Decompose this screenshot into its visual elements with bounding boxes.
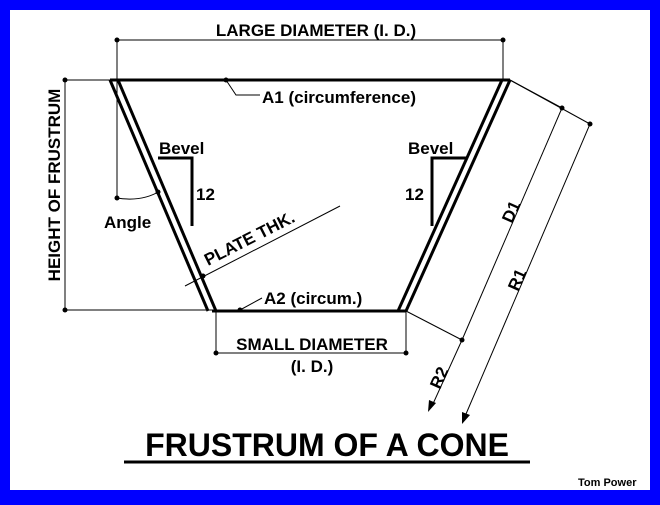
- height-dot-top: [62, 77, 68, 83]
- r2-arrowhead: [428, 400, 436, 412]
- large-diameter-label: LARGE DIAMETER (I. D.): [216, 21, 416, 40]
- a2-leader: [239, 297, 263, 311]
- left-bevel-mark: [158, 156, 194, 226]
- plate-thk-dot: [200, 273, 206, 279]
- r1-arrowhead: [462, 412, 470, 424]
- a2-label: A2 (circum.): [264, 289, 362, 308]
- small-diameter-dot-left: [213, 350, 219, 356]
- left-wall-outer: [108, 79, 210, 312]
- r1-dimension-line: [465, 123, 591, 415]
- right-slope-label: 12: [405, 185, 424, 204]
- r2-extension: [405, 310, 463, 341]
- height-label: HEIGHT OF FRUSTRUM: [45, 89, 64, 282]
- right-bevel-label: Bevel: [408, 139, 453, 158]
- left-bevel-label: Bevel: [159, 139, 204, 158]
- d1-dimension-line: [461, 107, 563, 341]
- right-wall-inner: [396, 79, 504, 312]
- height-dot-bottom: [62, 307, 68, 313]
- r2-dimension-line: [431, 339, 463, 407]
- small-diameter-dot-right: [403, 350, 409, 356]
- large-diameter-dot-right: [500, 37, 506, 43]
- left-wall-inner: [116, 79, 218, 312]
- small-diameter-label-line1: SMALL DIAMETER: [236, 335, 388, 354]
- small-diameter-label-line2: (I. D.): [291, 357, 334, 376]
- a1-leader: [225, 79, 260, 96]
- plate-thk-leader: [184, 205, 341, 287]
- angle-label: Angle: [104, 213, 151, 232]
- right-wall-outer: [404, 79, 512, 312]
- right-bevel-mark: [430, 156, 466, 226]
- a1-label: A1 (circumference): [262, 88, 416, 107]
- paper-background: [10, 10, 650, 490]
- large-diameter-dot-left: [114, 37, 120, 43]
- diagram-title: FRUSTRUM OF A CONE: [145, 427, 509, 463]
- left-slope-label: 12: [196, 185, 215, 204]
- author-credit: Tom Power: [578, 477, 637, 489]
- angle-arc-dot: [155, 189, 161, 195]
- r1-extension: [509, 79, 591, 125]
